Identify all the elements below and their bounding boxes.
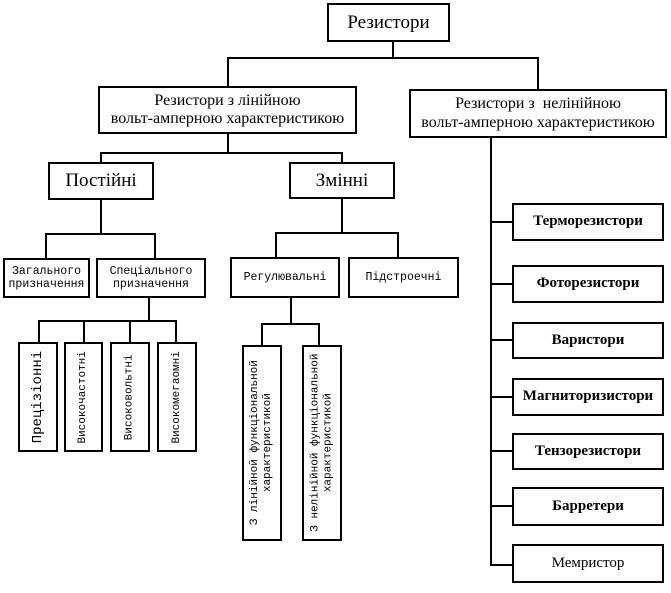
node-linear-functional-line2: характеристикой xyxy=(262,393,274,493)
connector-spine xyxy=(490,136,492,566)
node-varistor-label: Варистори xyxy=(551,331,625,348)
connector xyxy=(227,132,229,154)
connector xyxy=(341,152,343,163)
connector xyxy=(490,396,513,398)
connector xyxy=(275,232,399,234)
node-strain-gauge-label: Тензорезистори xyxy=(534,442,642,459)
connector xyxy=(261,323,320,325)
node-adjustable: Регулювальні xyxy=(230,257,340,298)
node-linear-functional-line1: З лінійной функціональной xyxy=(249,360,262,526)
connector xyxy=(290,296,292,325)
connector xyxy=(261,323,263,346)
node-high-voltage-label: Високовольтні xyxy=(123,354,136,440)
connector xyxy=(227,57,229,87)
connector xyxy=(392,40,394,59)
connector xyxy=(227,57,539,59)
node-nonlinear-functional-line1: З нелінійной функціональной xyxy=(309,353,322,533)
node-varistor: Варистори xyxy=(512,322,664,359)
node-general-line2: призначення xyxy=(8,278,85,291)
node-linear-functional-label: З лінійной функціональной характеристико… xyxy=(249,360,274,525)
node-photoresistor: Фоторезистори xyxy=(512,265,664,303)
connector xyxy=(100,152,102,163)
node-special-purpose: Спеціального призначення xyxy=(96,258,206,298)
node-thermistor: Терморезистори xyxy=(512,203,664,241)
connector xyxy=(397,232,399,258)
node-high-frequency-label: Високочастотні xyxy=(77,350,90,444)
connector xyxy=(129,320,131,343)
node-linear-line2: вольт-амперною характеристикою xyxy=(110,110,345,127)
connector xyxy=(341,198,343,233)
node-thermistor-label: Терморезистори xyxy=(533,213,643,230)
node-general-line1: Загального xyxy=(11,264,81,278)
connector xyxy=(490,505,513,507)
node-variable-label: Змінні xyxy=(315,169,369,191)
node-strain-gauge: Тензорезистори xyxy=(512,433,664,470)
connector xyxy=(100,152,343,154)
connector xyxy=(148,296,150,322)
connector xyxy=(490,339,513,341)
node-special-line2: призначення xyxy=(113,278,189,291)
node-nonlinear-line2: вольт-амперною характеристикою xyxy=(421,113,655,131)
connector xyxy=(100,199,102,234)
node-barretter-label: Барретери xyxy=(552,497,624,514)
node-memristor-label: Мемристор xyxy=(551,554,625,571)
connector xyxy=(537,57,539,90)
node-special-line1: Спеціального xyxy=(109,264,193,278)
connector xyxy=(275,232,277,258)
connector xyxy=(83,320,85,343)
node-linear-line1: Резистори з лінійною xyxy=(154,91,301,109)
node-trimmer-label: Підстроечні xyxy=(365,270,442,284)
node-linear: Резистори з лінійною вольт-амперною хара… xyxy=(98,86,357,134)
node-high-megaohm: Високомегаомні xyxy=(157,342,197,452)
node-nonlinear-functional-label: З нелінійной функціональной характеристи… xyxy=(309,354,334,532)
node-precision: Прецізіонні xyxy=(18,342,58,452)
connector xyxy=(38,320,40,343)
node-high-voltage: Високовольтні xyxy=(110,342,150,452)
connector xyxy=(38,320,177,322)
connector xyxy=(490,283,513,285)
node-barretter: Барретери xyxy=(512,487,664,526)
node-adjustable-label: Регулювальні xyxy=(243,270,327,284)
connector xyxy=(45,233,47,259)
node-precision-label: Прецізіонні xyxy=(29,350,46,444)
node-root: Резистори xyxy=(327,3,450,42)
node-nonlinear: Резистори з нелінійною вольт-амперною ха… xyxy=(409,89,667,138)
node-root-label: Резистори xyxy=(347,11,430,33)
node-high-frequency: Високочастотні xyxy=(64,342,103,452)
node-trimmer: Підстроечні xyxy=(348,257,459,298)
node-high-megaohm-label: Високомегаомні xyxy=(170,350,183,444)
node-general-purpose: Загального призначення xyxy=(3,258,90,298)
node-variable: Змінні xyxy=(289,162,395,199)
node-linear-functional: З лінійной функціональной характеристико… xyxy=(242,345,282,541)
connector xyxy=(490,221,513,223)
node-fixed: Постійні xyxy=(48,162,154,200)
node-nonlinear-functional: З нелінійной функціональной характеристи… xyxy=(302,345,342,541)
node-magnetoresistor: Магниторизистори xyxy=(512,378,664,416)
connector xyxy=(318,323,320,346)
node-memristor: Мемристор xyxy=(512,544,664,583)
connector xyxy=(175,320,177,343)
node-nonlinear-line1: Резистори з нелінійною xyxy=(455,95,621,113)
connector xyxy=(45,233,156,235)
connector xyxy=(490,450,513,452)
connector xyxy=(490,564,513,566)
node-magnetoresistor-label: Магниторизистори xyxy=(522,388,654,405)
node-nonlinear-functional-line2: характеристикой xyxy=(322,393,335,493)
connector xyxy=(154,233,156,259)
node-fixed-label: Постійні xyxy=(65,170,137,192)
node-photoresistor-label: Фоторезистори xyxy=(536,275,640,292)
